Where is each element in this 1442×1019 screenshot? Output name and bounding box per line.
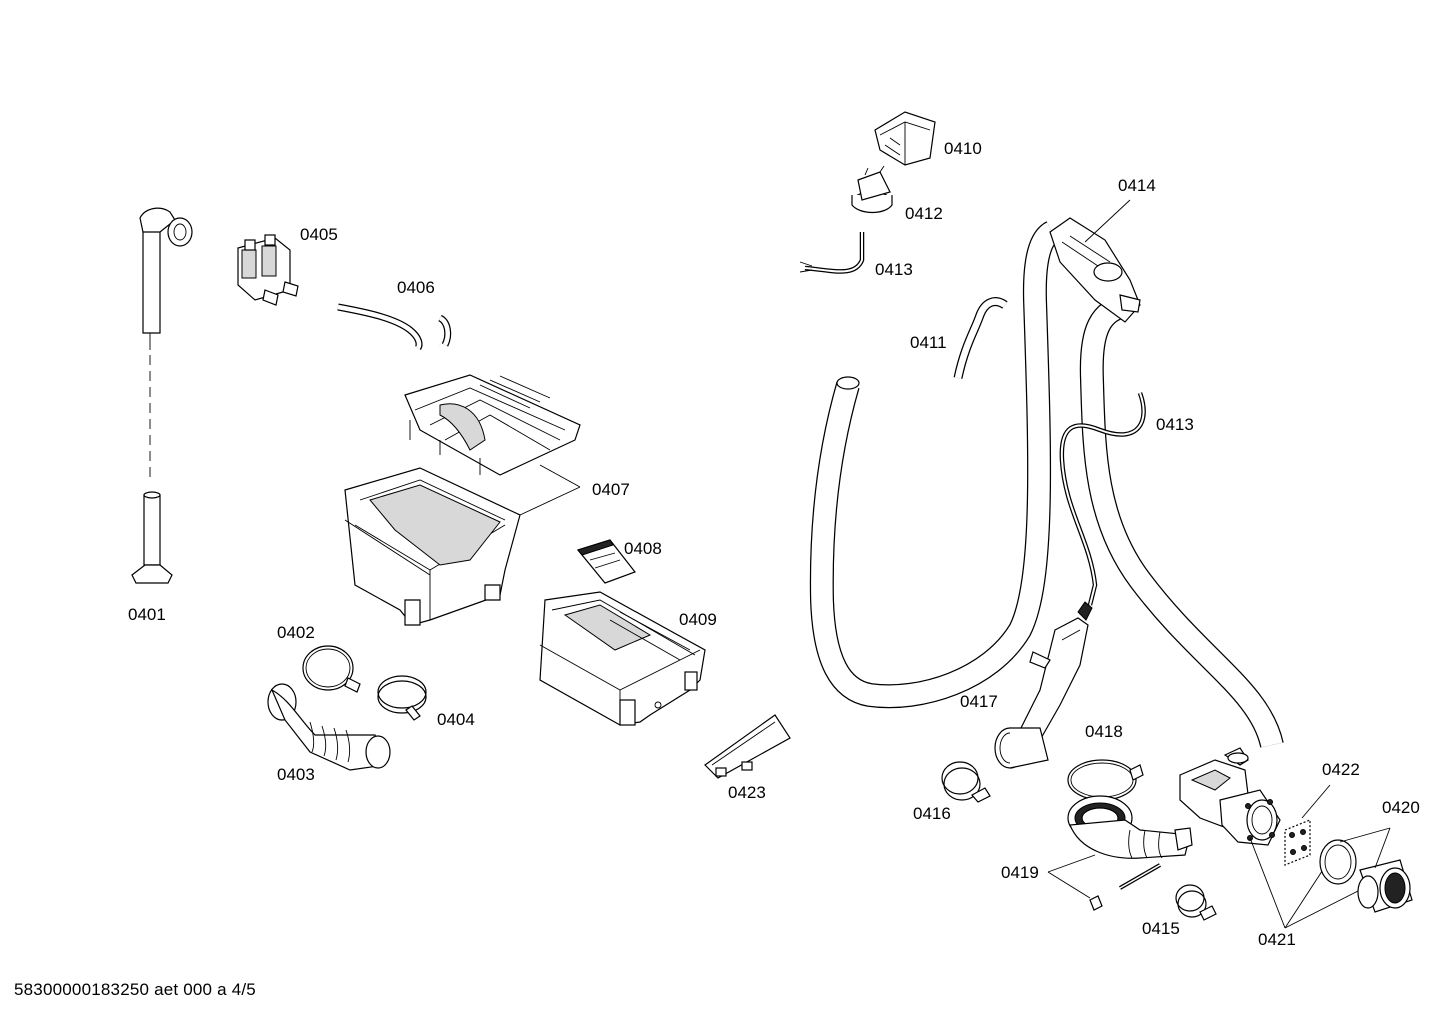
label-0416: 0416 bbox=[913, 804, 951, 823]
label-0413-right: 0413 bbox=[1156, 415, 1194, 434]
label-0412: 0412 bbox=[905, 204, 943, 223]
label-0407: 0407 bbox=[592, 480, 630, 499]
part-0405-inlet-valve bbox=[237, 234, 299, 306]
part-0413-hose-top bbox=[799, 232, 865, 274]
part-0411-hose bbox=[953, 297, 1008, 379]
label-0411: 0411 bbox=[910, 333, 947, 352]
label-0421: 0421 bbox=[1258, 930, 1296, 949]
part-0418-clamp bbox=[1067, 759, 1144, 801]
part-0415-clamp bbox=[1175, 884, 1217, 921]
label-0409: 0409 bbox=[679, 610, 717, 629]
part-0421-drain-pump bbox=[1179, 747, 1361, 929]
document-footer-id: 58300000183250 aet 000 a 4/5 bbox=[14, 980, 256, 999]
part-labels: 0401 0402 0403 0404 0405 0406 0407 0408 … bbox=[128, 139, 1420, 949]
part-0402-clamp bbox=[302, 645, 361, 693]
label-0422: 0422 bbox=[1322, 760, 1360, 779]
part-0420-pump-filter bbox=[1319, 827, 1413, 913]
part-0412-pressure-switch bbox=[851, 165, 893, 214]
part-0416-clamp bbox=[941, 761, 991, 803]
part-0410-bracket bbox=[874, 111, 936, 166]
part-0423-cover bbox=[704, 714, 791, 779]
label-0403: 0403 bbox=[277, 765, 315, 784]
part-0408-flap bbox=[576, 539, 636, 584]
label-0402: 0402 bbox=[277, 623, 315, 642]
part-0419-sump-bellows bbox=[1047, 795, 1193, 911]
label-0418: 0418 bbox=[1085, 722, 1123, 741]
part-0422-plate bbox=[1284, 784, 1331, 866]
part-0413-hose-right bbox=[1059, 392, 1146, 606]
label-0423: 0423 bbox=[728, 783, 766, 802]
part-0407-dispenser-housing bbox=[344, 374, 581, 626]
label-0401: 0401 bbox=[128, 605, 166, 624]
label-0420: 0420 bbox=[1382, 798, 1420, 817]
part-0414-drain-hose bbox=[809, 199, 1284, 749]
label-0415: 0415 bbox=[1142, 919, 1180, 938]
label-0405: 0405 bbox=[300, 225, 338, 244]
part-0404-clamp bbox=[377, 675, 427, 721]
part-0409-detergent-drawer bbox=[539, 591, 706, 726]
part-0406-hoses bbox=[304, 303, 452, 350]
label-0414: 0414 bbox=[1118, 176, 1156, 195]
label-0419: 0419 bbox=[1001, 863, 1039, 882]
part-0417-air-chamber bbox=[994, 601, 1093, 769]
label-0417: 0417 bbox=[960, 692, 998, 711]
part-0401-inlet-hose bbox=[131, 207, 193, 584]
label-0408: 0408 bbox=[624, 539, 662, 558]
part-0403-bellows-hose bbox=[267, 683, 391, 771]
label-0410: 0410 bbox=[944, 139, 982, 158]
label-0406: 0406 bbox=[397, 278, 435, 297]
label-0413-top: 0413 bbox=[875, 260, 913, 279]
label-0404: 0404 bbox=[437, 710, 475, 729]
